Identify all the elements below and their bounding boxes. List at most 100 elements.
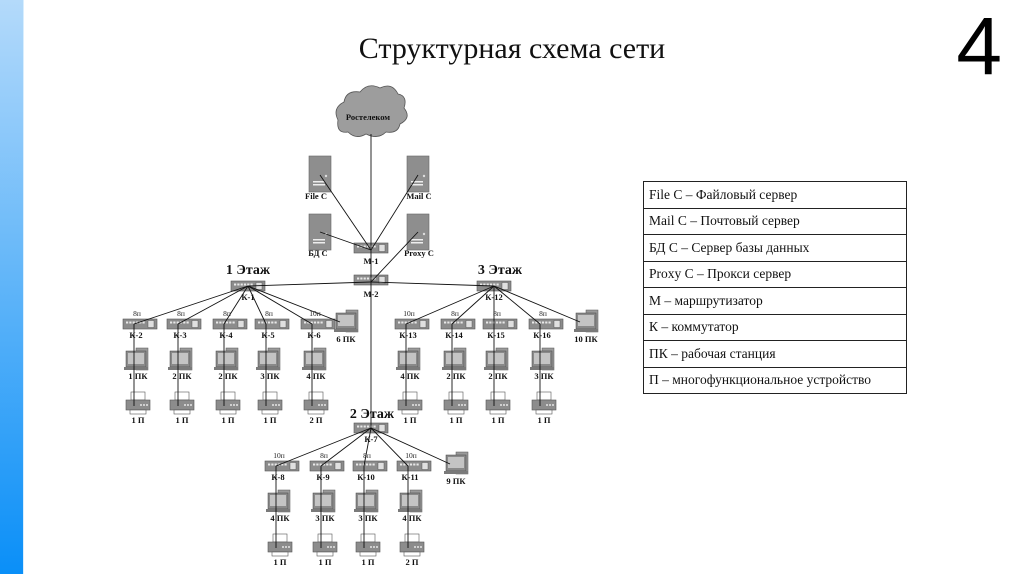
floor2-switch xyxy=(264,460,300,472)
floor1-pc xyxy=(256,347,281,371)
floor1-mfd-count: 2 П xyxy=(310,415,323,425)
legend-item: ПК – рабочая станция xyxy=(643,340,907,368)
wires xyxy=(133,134,581,548)
legend-item: М – маршрутизатор xyxy=(643,287,907,315)
floor2-pc xyxy=(398,489,423,513)
slide-title: Структурная схема сети xyxy=(358,32,666,65)
floor1-switch-ports: 8п xyxy=(133,309,141,318)
legend-item: File С – Файловый сервер xyxy=(643,181,907,209)
floor2-switch-label: К-11 xyxy=(401,472,418,482)
floor1-direct-pc-label: 6 ПК xyxy=(336,334,356,344)
link-m2-k12 xyxy=(370,281,495,287)
floor1-pc-count: 3 ПК xyxy=(260,371,280,381)
floor3-printer xyxy=(397,391,423,415)
floor2-switch-ports: 10п xyxy=(273,451,285,460)
floor1-switch-ports: 8п xyxy=(177,309,185,318)
floor2-title: 2 Этаж xyxy=(350,407,395,422)
floor3-printer xyxy=(531,391,557,415)
floor2-printer xyxy=(399,533,425,557)
floor1-pc-count: 4 ПК xyxy=(306,371,326,381)
floor1-switch-label: К-2 xyxy=(129,330,142,340)
floor1-pc-count: 2 ПК xyxy=(172,371,192,381)
floor1-link-0 xyxy=(133,285,249,325)
isp-label: Ростелеком xyxy=(346,112,390,122)
floor2-pc xyxy=(266,489,291,513)
floor3-direct-pc xyxy=(574,309,599,333)
floor1-pc xyxy=(168,347,193,371)
legend-item: БД С – Сервер базы данных xyxy=(643,234,907,262)
floor3-switch xyxy=(528,318,564,330)
floor1-pc-count: 1 ПК xyxy=(128,371,148,381)
floor3-direct-pc-label: 10 ПК xyxy=(574,334,598,344)
floor1-switch-label: К-3 xyxy=(173,330,186,340)
link-proxy-m2 xyxy=(370,231,419,283)
floor3-title: 3 Этаж xyxy=(478,263,523,278)
floor3-pc xyxy=(530,347,555,371)
floor1-printer xyxy=(169,391,195,415)
floor1-title: 1 Этаж xyxy=(226,263,271,278)
legend-row: БД С – Сервер базы данных xyxy=(643,234,907,262)
floor3-link-direct xyxy=(493,285,581,323)
legend-item: К – коммутатор xyxy=(643,313,907,341)
floor3-switch-label: К-16 xyxy=(533,330,551,340)
legend-item: П – многофункциональное устройство xyxy=(643,366,907,394)
floor3-link-1 xyxy=(451,285,495,325)
floor2-switch xyxy=(352,460,388,472)
floor2-pc-count: 3 ПК xyxy=(358,513,378,523)
legend-row: П – многофункциональное устройство xyxy=(643,366,907,394)
floor2-link-direct xyxy=(370,427,451,465)
floor1-switch xyxy=(300,318,336,330)
link-mail-m1 xyxy=(370,174,419,251)
floor1-switch xyxy=(254,318,290,330)
server-label-db: БД С xyxy=(308,248,327,258)
floor1-pc xyxy=(124,347,149,371)
floor2-pc-count: 4 ПК xyxy=(402,513,422,523)
floor2-switch-label: К-9 xyxy=(316,472,329,482)
floor3-link-3 xyxy=(493,285,541,325)
link-file-m1 xyxy=(319,174,372,251)
floor2-switch-ports: 8п xyxy=(320,451,328,460)
floor1-printer xyxy=(257,391,283,415)
legend-row: Proxy С – Прокси сервер xyxy=(643,260,907,288)
floor2-link-2 xyxy=(363,427,372,467)
floor3-pc xyxy=(484,347,509,371)
floor3-switch xyxy=(482,318,518,330)
floor1-link-1 xyxy=(177,285,249,325)
floor1-link-3 xyxy=(247,285,267,325)
floor3-mfd-count: 1 П xyxy=(538,415,551,425)
floor1-printer xyxy=(215,391,241,415)
floor3-pc-count: 2 ПК xyxy=(488,371,508,381)
legend-row: М – маршрутизатор xyxy=(643,287,907,315)
floor3-mfd-count: 1 П xyxy=(450,415,463,425)
isp-cloud: Ростелеком xyxy=(335,85,408,137)
floor2-pc-count: 4 ПК xyxy=(270,513,290,523)
floor1-mfd-count: 1 П xyxy=(132,415,145,425)
floor2-switch xyxy=(309,460,345,472)
legend-row: Mail С – Почтовый сервер xyxy=(643,207,907,235)
floor2-switch-label: К-8 xyxy=(271,472,284,482)
floor1-core-label: К-1 xyxy=(241,292,254,302)
floor3-printer xyxy=(485,391,511,415)
floor1-pc xyxy=(302,347,327,371)
floor2-mfd-count: 2 П xyxy=(406,557,419,567)
floor3-printer xyxy=(443,391,469,415)
floor2-switch-label: К-10 xyxy=(357,472,375,482)
floor3-pc-count: 4 ПК xyxy=(400,371,420,381)
floor1-link-2 xyxy=(223,285,249,325)
floor1-mfd-count: 1 П xyxy=(264,415,277,425)
floor1-printer xyxy=(303,391,329,415)
floor1-direct-pc xyxy=(334,309,359,333)
legend-row: ПК – рабочая станция xyxy=(643,340,907,368)
floor1-mfd-count: 1 П xyxy=(176,415,189,425)
legend-row: К – коммутатор xyxy=(643,313,907,341)
floor1-switch-label: К-6 xyxy=(307,330,320,340)
floor3-switch-ports: 8п xyxy=(451,309,459,318)
floor3-pc-count: 2 ПК xyxy=(446,371,466,381)
floor3-pc-count: 3 ПК xyxy=(534,371,554,381)
floor2-mfd-count: 1 П xyxy=(319,557,332,567)
floor1-printer xyxy=(125,391,151,415)
legend-item: Proxy С – Прокси сервер xyxy=(643,260,907,288)
floor3-switch xyxy=(440,318,476,330)
floor3-switch-ports: 10п xyxy=(403,309,415,318)
